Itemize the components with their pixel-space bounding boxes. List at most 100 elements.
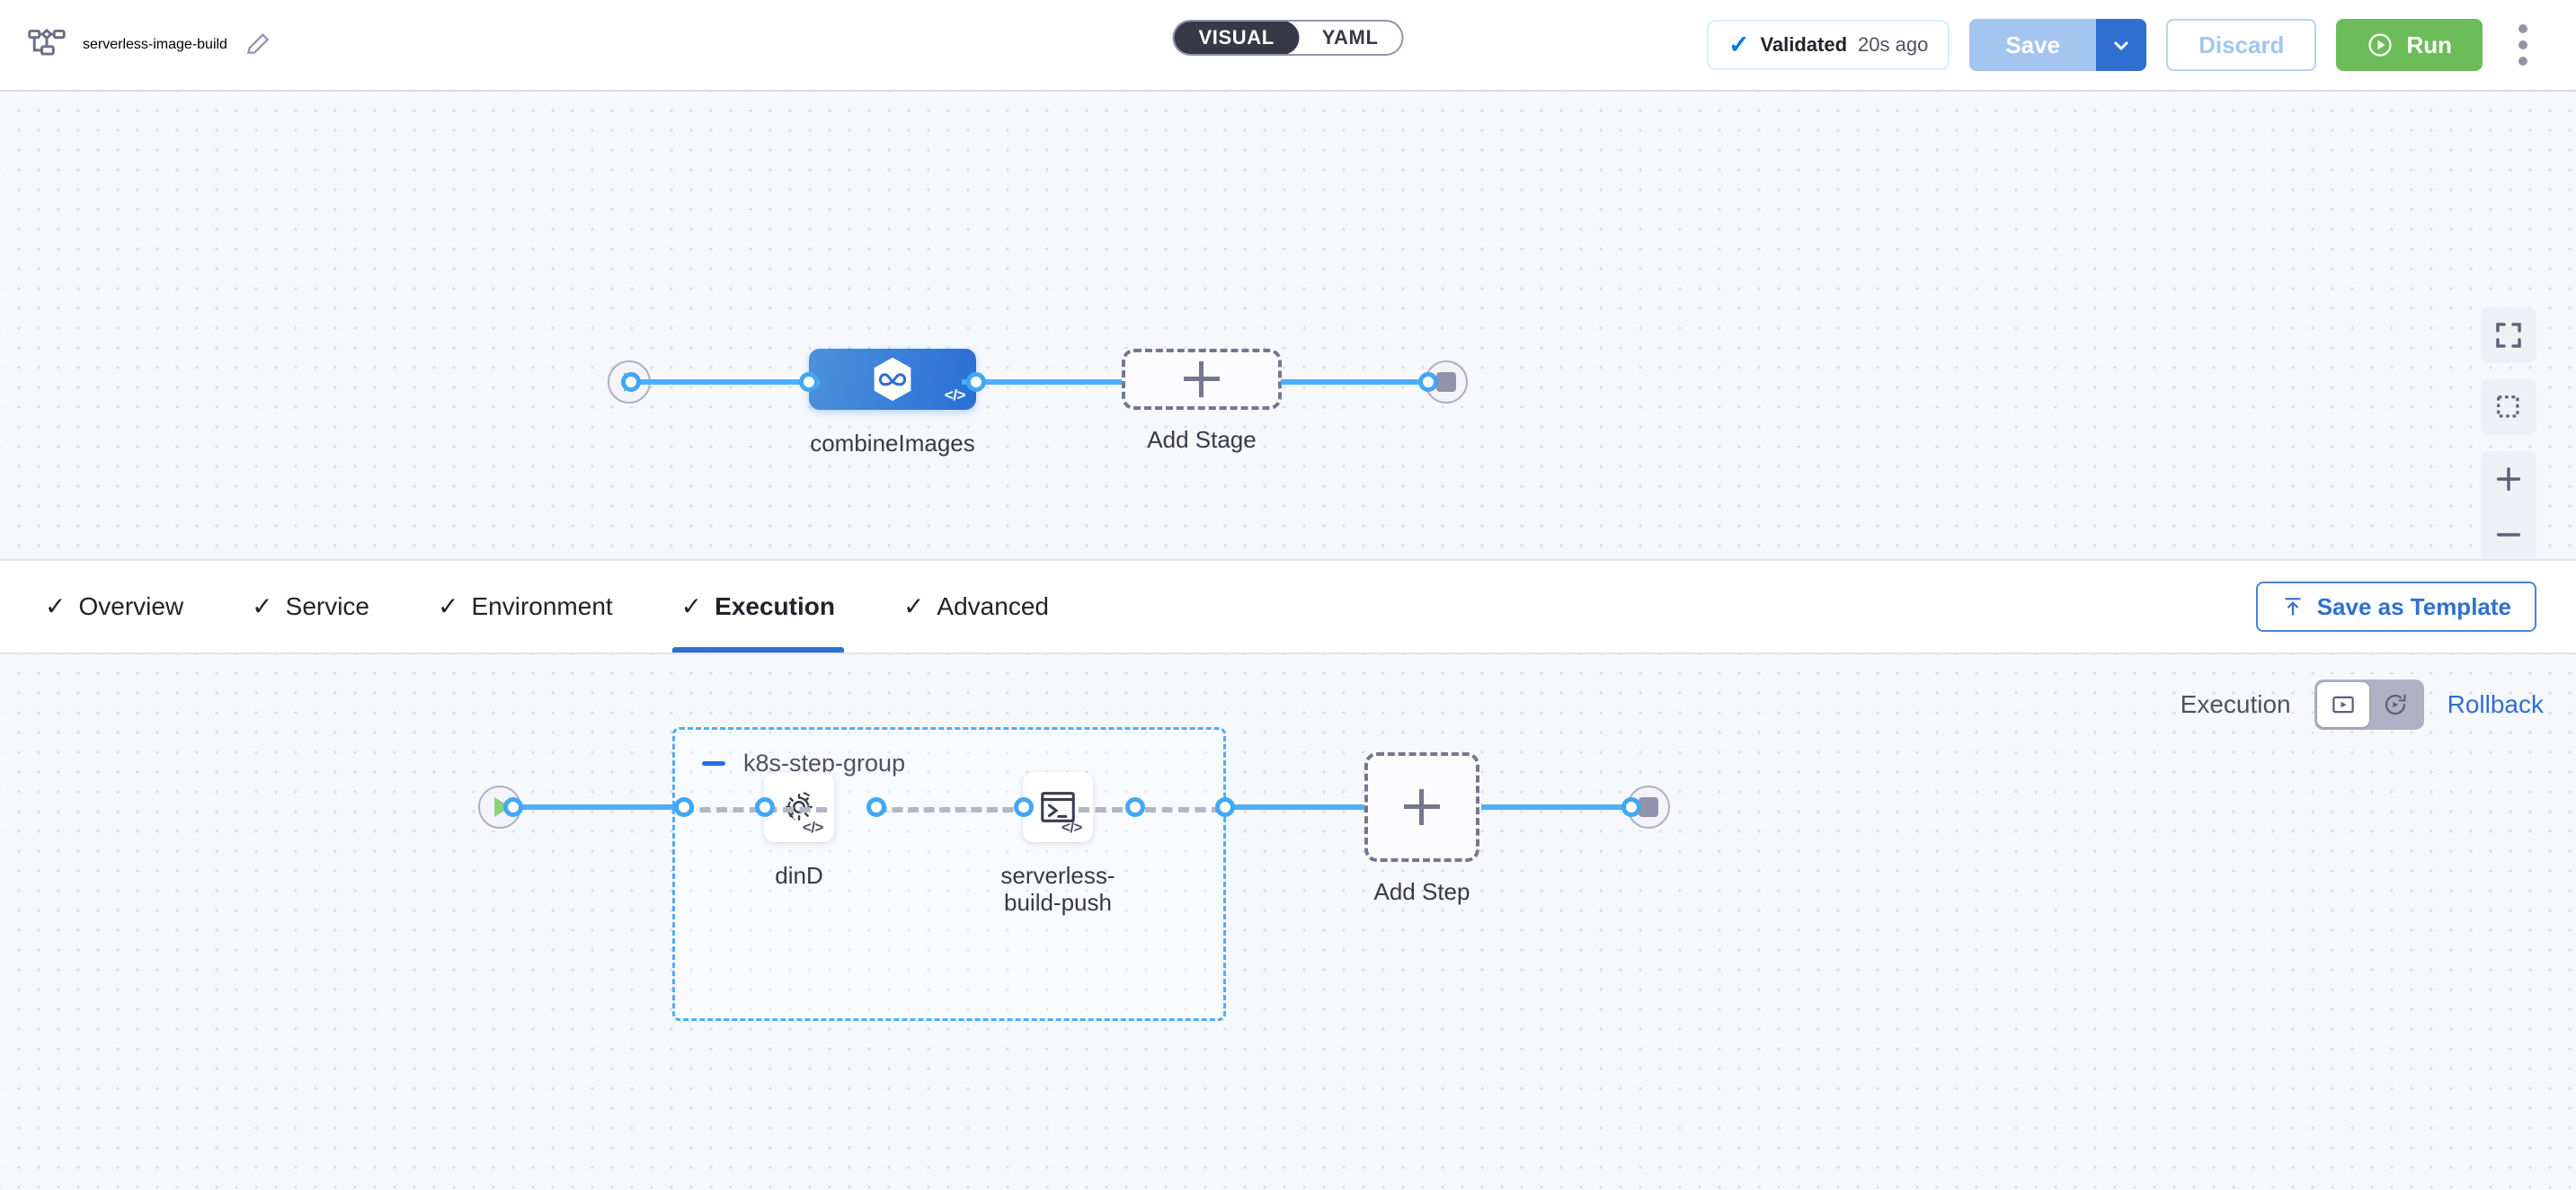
tab-advanced-label: Advanced [937,592,1049,620]
step-node-serverless-build-push[interactable]: </> serverless-build-push [1000,772,1115,916]
check-icon: ✓ [902,592,925,620]
execution-rollback-switch[interactable] [2314,679,2424,730]
port-stage-in[interactable] [799,372,819,392]
view-mode-toggle[interactable]: VISUAL YAML [1172,20,1404,56]
port-start-out[interactable] [621,372,641,392]
tab-environment[interactable]: ✓ Environment [434,561,617,653]
edge-start-to-stage [629,379,820,385]
code-badge: </> [802,819,824,836]
step-node-label-dind: dinD [775,862,823,889]
zoom-out-button[interactable] [2481,507,2536,559]
stage-canvas[interactable]: </> combineImages Add Stage [0,92,2576,561]
selection-box-icon [2497,395,2519,418]
edge-addstage-to-end [1281,379,1432,385]
chevron-down-icon [2114,40,2129,51]
play-circle-icon [2368,33,2393,57]
zoom-in-button[interactable] [2481,451,2536,507]
harness-ci-hexagon-icon [867,354,918,404]
port-dind-in[interactable] [755,797,775,817]
port-dind-out[interactable] [866,797,886,817]
tab-service-label: Service [285,592,370,620]
code-badge: </> [1061,819,1083,836]
validation-time: 20s ago [1858,33,1929,56]
port-group-in[interactable] [674,797,694,817]
edge-build-to-groupout [1079,807,1222,813]
execution-canvas[interactable]: Execution Rollback [0,654,2576,1190]
stop-icon [1639,797,1658,817]
add-stage-button[interactable]: Add Stage [1122,349,1282,453]
header-actions: ✓ Validated 20s ago Save Discard Run [1706,19,2544,71]
save-button[interactable]: Save [1969,19,2097,71]
header-bar: serverless-image-build VISUAL YAML ✓ Val… [0,0,2576,92]
port-build-out[interactable] [1125,797,1145,817]
kebab-menu-icon[interactable] [2502,19,2544,71]
stage-config-tabs: ✓ Overview ✓ Service ✓ Environment ✓ Exe… [0,561,2576,654]
tab-environment-label: Environment [471,592,613,620]
run-label: Run [2406,31,2452,58]
fit-screen-icon [2496,323,2521,348]
check-icon: ✓ [1728,31,1750,58]
step-node-label-serverless-build-push: serverless-build-push [1000,862,1115,917]
add-step-label: Add Step [1373,878,1470,905]
port-end-in[interactable] [1418,372,1438,392]
plus-icon [2496,466,2521,492]
fit-screen-button[interactable] [2481,307,2536,363]
add-step-button[interactable]: Add Step [1364,752,1479,905]
selection-box-button[interactable] [2481,379,2536,435]
pencil-icon[interactable] [244,31,272,59]
rollback-view-button[interactable] [2369,682,2421,727]
edge-group-to-addstep [1221,804,1364,810]
run-button[interactable]: Run [2336,19,2483,71]
tab-advanced[interactable]: ✓ Advanced [900,561,1053,653]
edge-addstep-to-end [1481,804,1634,810]
stop-icon [1436,372,1456,392]
execution-label: Execution [2180,690,2291,718]
execution-rollback-toolbar: Execution Rollback [2181,679,2544,730]
minus-icon[interactable] [702,761,725,766]
step-group-k8s-step-group[interactable]: k8s-step-group [672,727,1226,1021]
save-as-template-label: Save as Template [2316,592,2511,620]
status-badge: ✓ Validated 20s ago [1706,20,1950,70]
save-button-group[interactable]: Save [1969,19,2147,71]
mode-visual[interactable]: VISUAL [1174,22,1300,54]
edge-start-to-group [514,804,685,810]
rollback-label[interactable]: Rollback [2447,690,2544,718]
check-icon: ✓ [45,592,67,620]
plus-icon [1184,361,1220,397]
port-build-in[interactable] [1014,797,1034,817]
port-exec-end-in[interactable] [1621,797,1641,817]
edge-stage-to-addstage [962,379,1122,385]
minus-icon [2496,533,2521,537]
validation-status: Validated [1760,33,1848,56]
check-icon: ✓ [438,592,459,620]
edge-dind-to-build [876,807,1029,813]
add-stage-label: Add Stage [1147,426,1257,453]
execution-view-button[interactable] [2316,682,2369,727]
save-dropdown-button[interactable] [2096,19,2147,71]
tab-overview-label: Overview [78,592,184,620]
port-group-out[interactable] [1215,797,1235,817]
canvas-controls [2481,307,2536,559]
execution-view-icon [2332,696,2354,714]
stage-node-label: combineImages [810,430,975,457]
check-icon: ✓ [252,592,273,620]
page-title: serverless-image-build [83,37,227,52]
plus-icon [1404,789,1440,825]
zoom-controls [2481,451,2536,559]
check-icon: ✓ [680,592,703,620]
code-badge: </> [944,386,966,404]
pipeline-end-node [1425,360,1468,404]
save-as-template-button[interactable]: Save as Template [2255,582,2536,632]
discard-button[interactable]: Discard [2166,19,2317,71]
tab-execution[interactable]: ✓ Execution [671,561,845,653]
rollback-icon [2385,694,2406,715]
tab-execution-label: Execution [715,592,835,620]
header-left: serverless-image-build [27,25,272,65]
port-exec-start-out[interactable] [503,797,523,817]
tab-service[interactable]: ✓ Service [248,561,373,653]
terminal-icon [1041,792,1075,822]
port-stage-out[interactable] [966,372,986,392]
stage-node-combineimages[interactable]: </> combineImages [809,349,976,457]
mode-yaml[interactable]: YAML [1321,26,1379,49]
tab-overview[interactable]: ✓ Overview [41,561,187,653]
